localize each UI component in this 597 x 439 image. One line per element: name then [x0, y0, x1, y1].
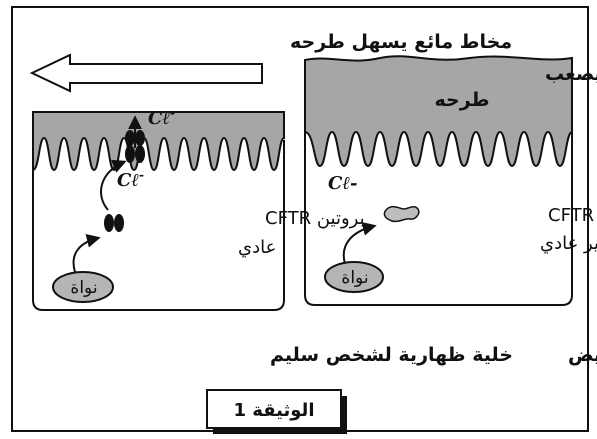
viscous-mucus-layer [305, 56, 572, 166]
patient-chloride-label: Cℓ- [328, 173, 358, 194]
normal-protein-label: بروتين CFTR [265, 208, 365, 229]
patient-nucleus-label: نواة [341, 268, 368, 288]
document-label-box: الوثيقة 1 [207, 390, 347, 434]
patient-synthesis-arrow [344, 226, 374, 264]
document-label: الوثيقة 1 [234, 400, 315, 421]
patient-cell-caption: خلية ظهارية لشخص مريض [568, 344, 597, 366]
healthy-cell-caption: خلية ظهارية لشخص سليم [270, 344, 513, 366]
chloride-inside-label: Cℓ- [117, 168, 144, 191]
mucus-flow-arrow [32, 55, 262, 91]
abnormal-protein-status: غير عادي [540, 233, 597, 254]
normal-protein-status: عادي [238, 237, 276, 258]
normal-cftr-protein [104, 214, 124, 232]
viscous-mucus-label-line2: طرحه [435, 89, 490, 111]
abnormal-protein-label: بروتين CFTR [548, 205, 597, 226]
fluid-mucus-label: مخاط مائع يسهل طرحه [290, 31, 512, 53]
viscous-mucus-label-line1: مخاط لزج يصعب [545, 63, 597, 85]
healthy-nucleus-label: نواة [70, 278, 97, 298]
synthesis-arrow [74, 238, 98, 272]
abnormal-cftr-protein [384, 207, 418, 222]
